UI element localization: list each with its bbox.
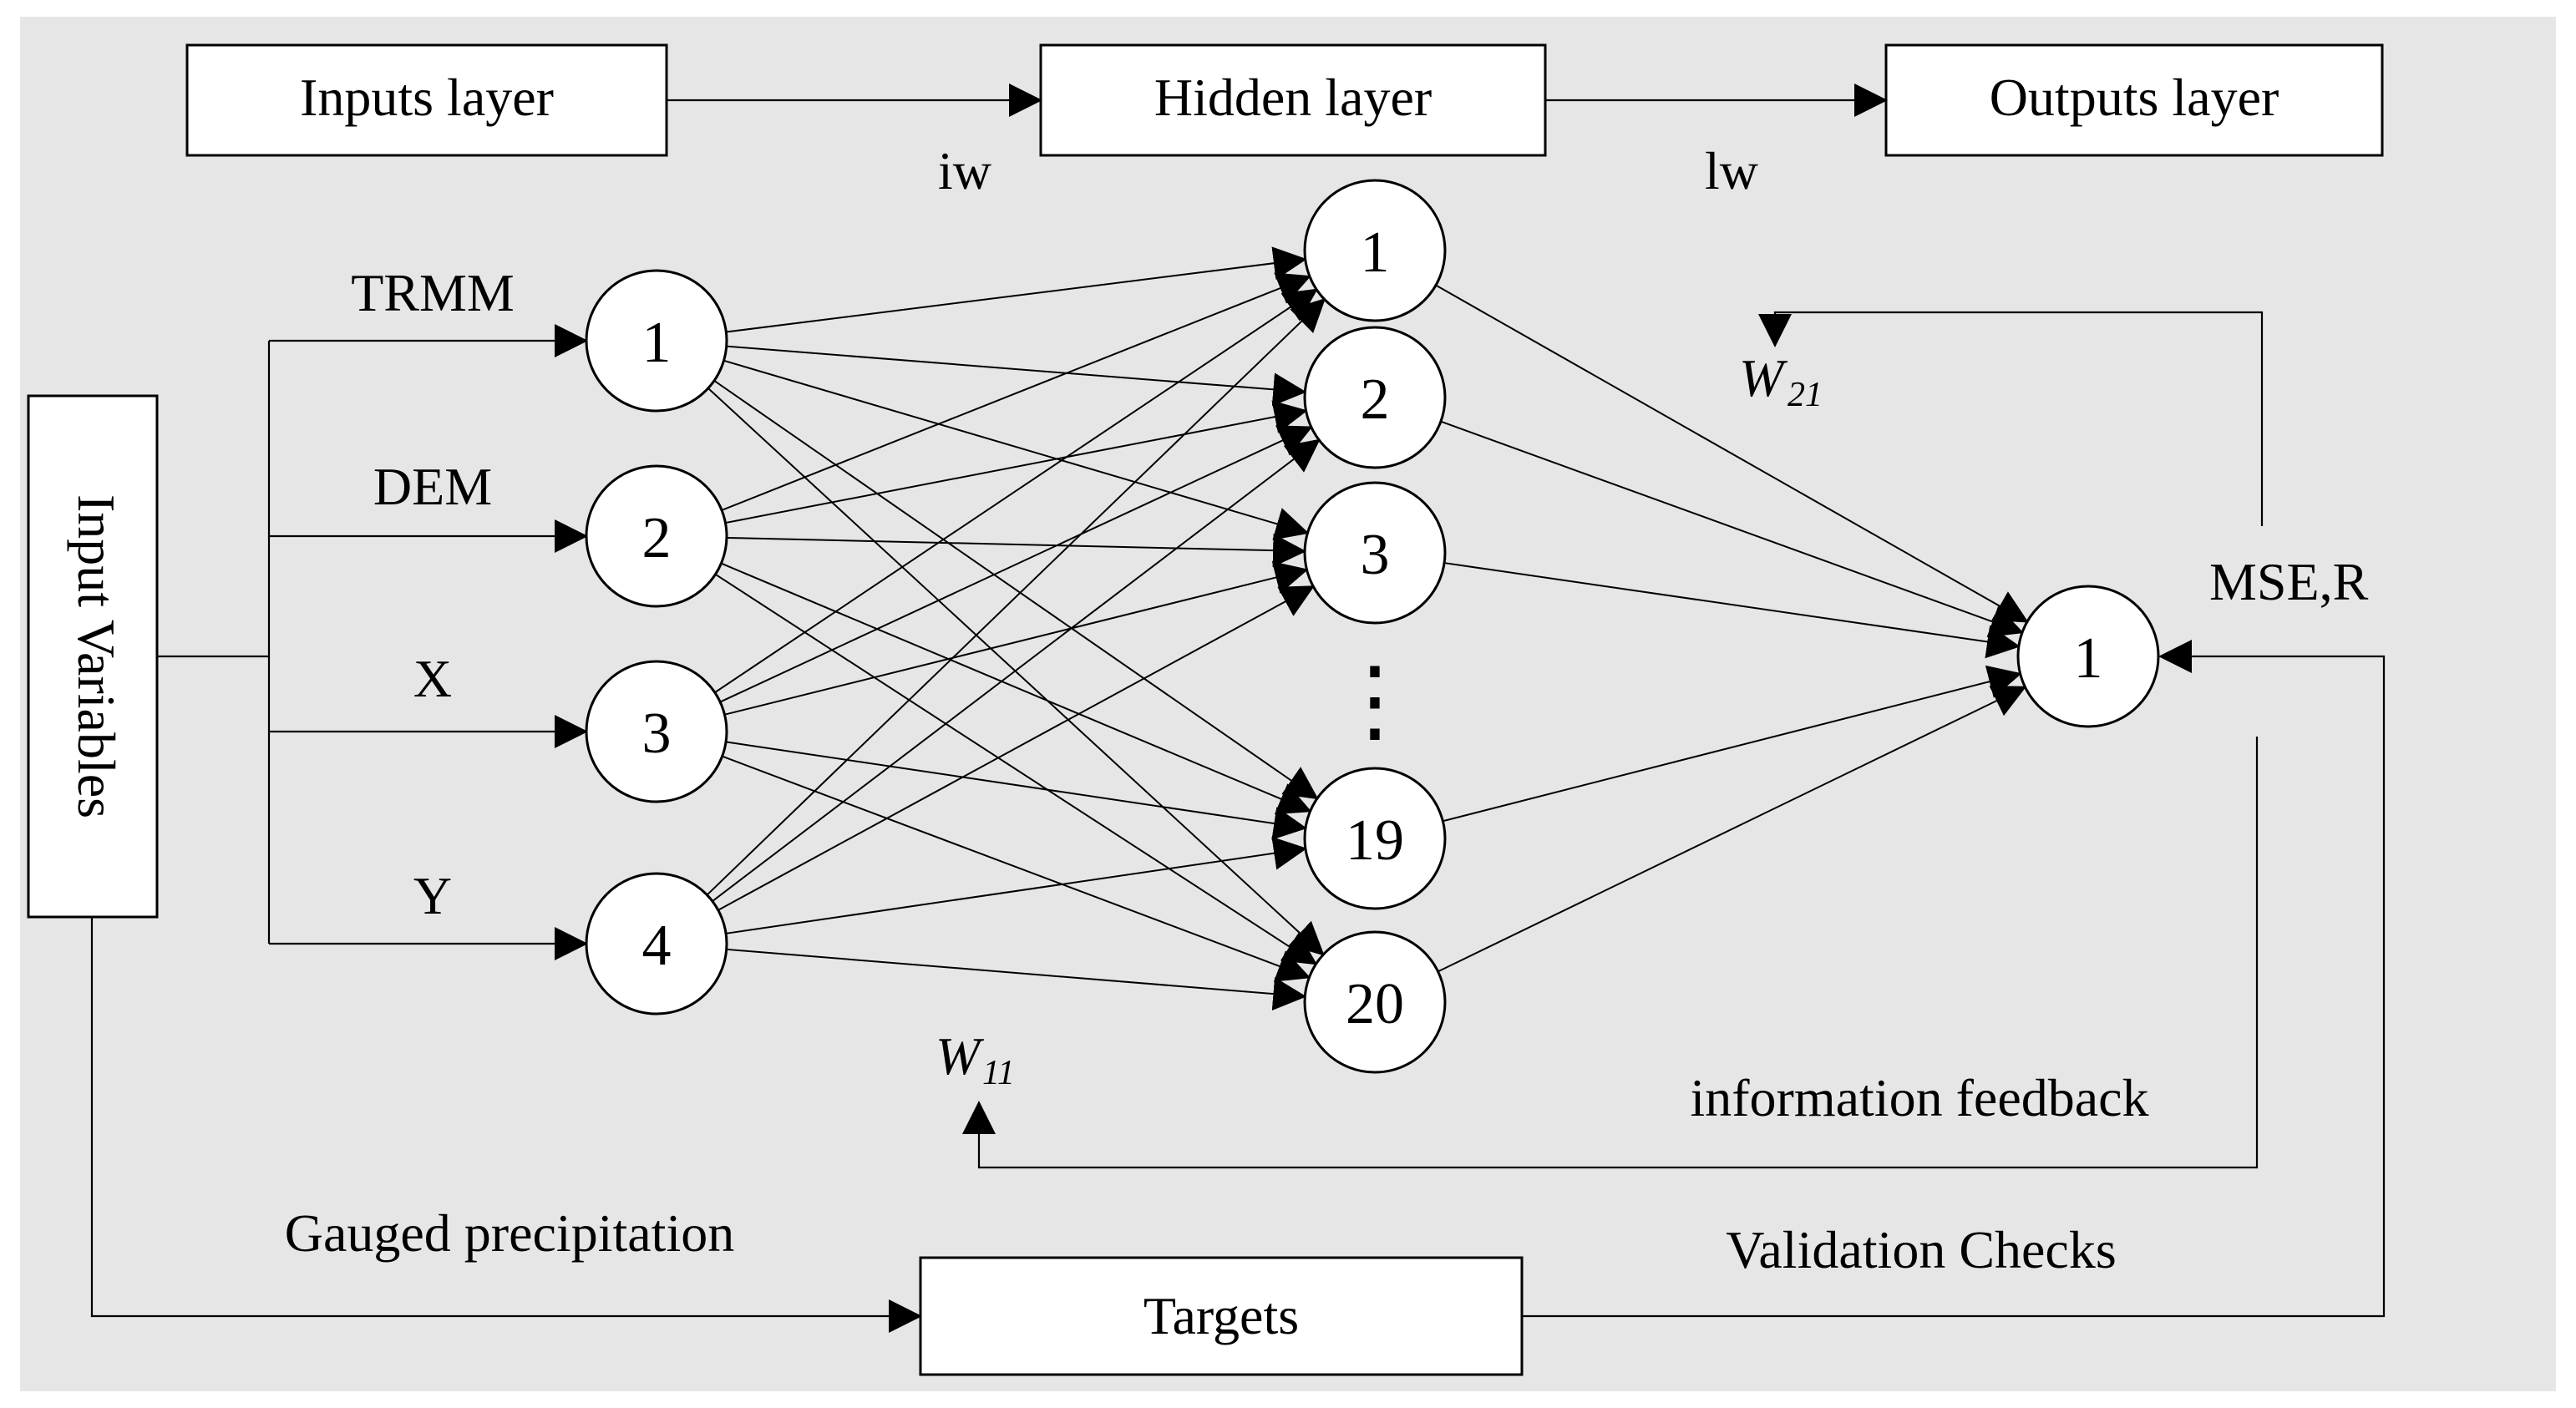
w21-feedback-line [1758,311,2264,526]
edge-hidden-1-output [1435,284,2029,623]
gauged-precipitation-label: Gauged precipitation [285,1203,734,1263]
information-feedback-label: information feedback [1690,1068,2148,1127]
hidden-node-2 [1303,326,1447,469]
hidden-ellipsis: ⋮ [1329,650,1421,752]
inputs-layer-label: Inputs layer [300,68,554,127]
hidden-layer-label: Hidden layer [1154,68,1432,127]
w21-weight-label: W 21 [1739,348,1823,414]
bus-arrows [269,324,588,960]
mse-r-label: MSE,R [2209,552,2369,611]
edge-input-4-hidden-3 [718,585,1315,911]
input-node-1 [585,269,728,413]
edge-input-1-hidden-4 [713,380,1319,800]
inputs-layer-box [185,43,668,157]
targets-label: Targets [1143,1286,1299,1345]
hidden-layer-box [1039,43,1547,157]
input-variables-label: Input Variables [67,494,126,818]
edge-input-2-hidden-3 [726,534,1307,568]
outputs-layer-label: Outputs layer [1990,68,2279,127]
hidden-node-label-19: 19 [1346,808,1404,873]
edge-input-1-hidden-3 [723,359,1310,540]
edge-input-2-hidden-2 [725,400,1308,524]
hidden-nodes: 1 2 3 19 20 [1303,179,1447,1074]
edge-input-4-hidden-2 [712,438,1321,902]
hidden-node-19 [1303,767,1447,910]
svg-text:11: 11 [982,1054,1015,1092]
svg-text:W: W [936,1026,985,1086]
edge-hidden-4-output [1443,665,2022,823]
hidden-node-label-20: 20 [1346,972,1404,1036]
edge-input-3-hidden-5 [722,755,1311,982]
variable-label-trmm: TRMM [351,263,515,322]
input-node-label-2: 2 [642,506,672,570]
input-node-3 [585,660,728,803]
edge-input-1-hidden-2 [726,345,1307,407]
edge-hidden-5-output [1438,686,2027,973]
variable-label-dem: DEM [373,457,492,516]
w11-feedback-line [962,737,2259,1169]
hidden-node-label-3: 3 [1361,523,1390,587]
edge-input-2-hidden-1 [721,272,1311,511]
network-connections [706,246,2029,1011]
edge-input-2-hidden-5 [714,573,1318,965]
gauged-precipitation-line [90,917,922,1333]
edge-input-3-hidden-2 [719,425,1313,703]
edge-input-1-hidden-1 [726,246,1307,333]
iw-label: iw [938,141,991,200]
input-variables-box [27,394,159,919]
svg-text:W: W [1739,348,1788,408]
edge-input-4-hidden-5 [726,948,1307,1011]
w11-weight-label: W 11 [936,1026,1015,1092]
edge-input-4-hidden-1 [706,297,1326,896]
hidden-node-label-2: 2 [1361,367,1390,432]
validation-checks-line [1522,640,2386,1318]
edge-input-4-hidden-4 [725,836,1307,934]
diagram-background [20,17,2556,1391]
validation-checks-label: Validation Checks [1726,1220,2116,1279]
edge-hidden-3-output [1443,562,2021,659]
variable-labels: TRMM DEM X Y [351,263,515,925]
edge-input-3-hidden-1 [714,288,1318,694]
input-node-label-4: 4 [642,914,672,978]
edge-input-3-hidden-3 [724,561,1309,716]
hidden-node-label-1: 1 [1361,220,1390,285]
variable-label-y: Y [413,866,452,925]
hidden-node-20 [1303,930,1447,1074]
svg-text:21: 21 [1787,376,1823,414]
input-node-label-1: 1 [642,311,672,375]
variable-label-x: X [413,649,452,708]
input-node-2 [585,464,728,608]
hidden-node-1 [1303,179,1447,322]
input-node-4 [585,872,728,1015]
edge-input-3-hidden-4 [725,741,1307,840]
edge-input-2-hidden-4 [721,562,1312,815]
output-node-label: 1 [2074,626,2103,691]
input-nodes: 1 2 3 4 [585,269,728,1015]
edge-hidden-2-output [1440,420,2024,638]
outputs-layer-box [1884,43,2384,157]
hidden-node-3 [1303,481,1447,625]
input-node-label-3: 3 [642,701,672,766]
lw-label: lw [1705,141,1758,200]
